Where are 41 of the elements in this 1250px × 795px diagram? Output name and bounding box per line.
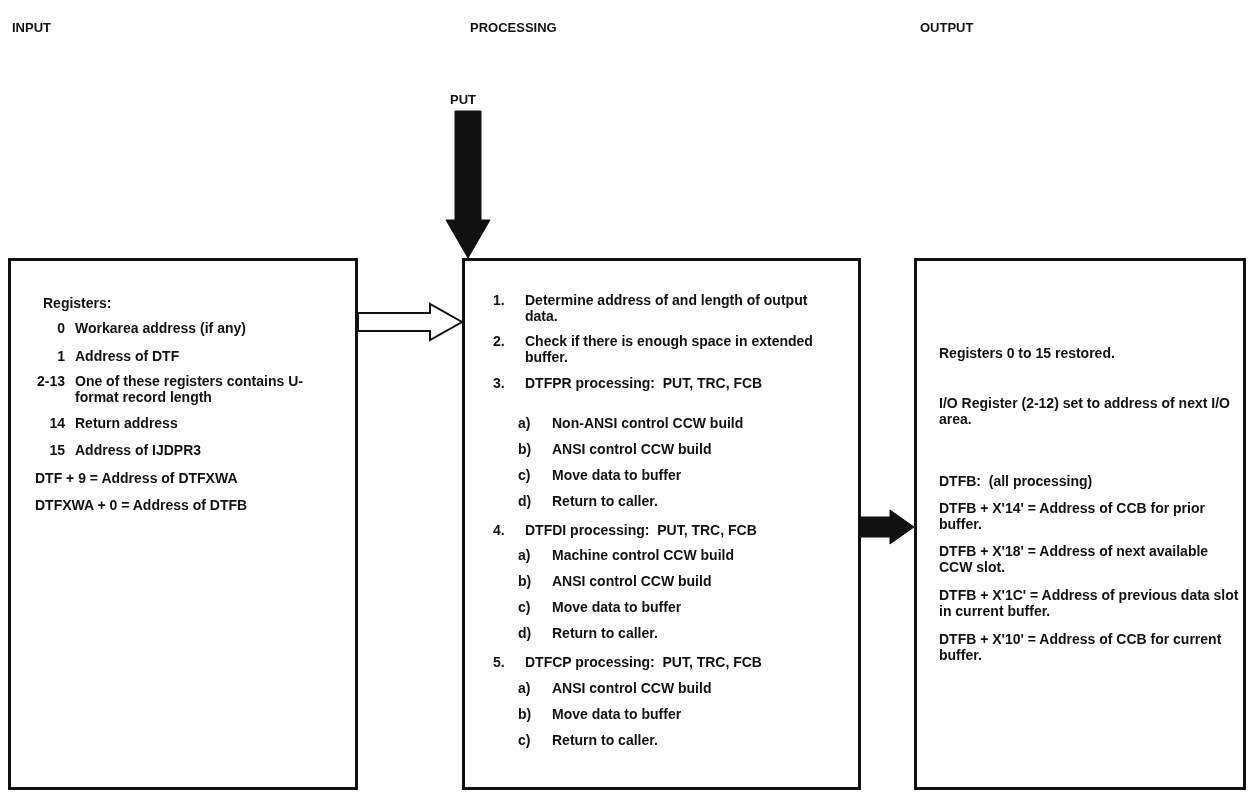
list-item: c) Return to caller.	[518, 732, 659, 748]
column-heading: INPUT	[12, 20, 51, 35]
list-item: I/O Register (2-12) set to address of next I/O area.	[939, 395, 1231, 427]
column-heading: OUTPUT	[920, 20, 974, 35]
list-item: 4. DTFDI processing: PUT, TRC, FCB	[493, 522, 758, 538]
list-item: a) ANSI control CCW build	[518, 680, 713, 696]
list-item: DTFB: (all processing)	[939, 473, 1094, 489]
list-item: b) ANSI control CCW build	[518, 441, 713, 457]
list-item: DTFB + X'14' = Address of CCB for prior buffer.	[939, 500, 1206, 532]
list-item: b) Move data to buffer	[518, 706, 683, 722]
input-box	[8, 258, 358, 790]
list-item: 3. DTFPR processing: PUT, TRC, FCB	[493, 375, 764, 391]
list-item: 2. Check if there is enough space in extended buffer.	[493, 333, 814, 365]
output-box	[914, 258, 1246, 790]
list-item: DTFB + X'18' = Address of next available CCW slot.	[939, 543, 1210, 575]
arrow	[445, 110, 491, 259]
arrow	[357, 302, 465, 342]
list-item: c) Move data to buffer	[518, 599, 683, 615]
list-item: DTF + 9 = Address of DTFXWA	[35, 470, 239, 486]
list-item: 15 Address of IJDPR3	[48, 442, 203, 458]
list-item: 1 Address of DTF	[56, 348, 181, 364]
entry-label: PUT	[450, 92, 476, 107]
column-heading: PROCESSING	[470, 20, 557, 35]
list-item: 2-13 One of these registers contains U-format record length	[35, 373, 304, 405]
list-item: 5. DTFCP processing: PUT, TRC, FCB	[493, 654, 763, 670]
list-item: d) Return to caller.	[518, 493, 659, 509]
list-item: a) Non-ANSI control CCW build	[518, 415, 745, 431]
list-item: Registers:	[43, 295, 113, 311]
list-item: DTFXWA + 0 = Address of DTFB	[35, 497, 249, 513]
list-item: b) ANSI control CCW build	[518, 573, 713, 589]
list-item: a) Machine control CCW build	[518, 547, 735, 563]
arrow	[860, 509, 915, 545]
list-item: 1. Determine address of and length of output data.	[493, 292, 809, 324]
processing-box	[462, 258, 861, 790]
list-item: 14 Return address	[48, 415, 179, 431]
list-item: d) Return to caller.	[518, 625, 659, 641]
list-item: 0 Workarea address (if any)	[56, 320, 247, 336]
list-item: c) Move data to buffer	[518, 467, 683, 483]
list-item: DTFB + X'10' = Address of CCB for current buffer.	[939, 631, 1223, 663]
list-item: DTFB + X'1C' = Address of previous data slot in current buffer.	[939, 587, 1239, 619]
list-item: Registers 0 to 15 restored.	[939, 345, 1116, 361]
